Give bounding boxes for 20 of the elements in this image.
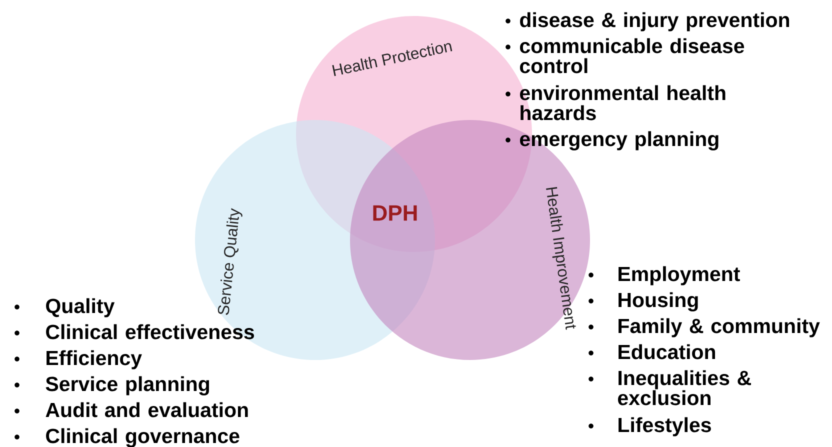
list-item: Housing bbox=[618, 292, 698, 312]
circle-label: Service Quality bbox=[218, 208, 242, 315]
list-item: Clinical effectiveness bbox=[46, 324, 254, 340]
list-item: Clinical governance bbox=[46, 428, 240, 447]
list-item: Family & community bbox=[618, 318, 820, 338]
list-item: emergency planning bbox=[520, 131, 718, 150]
list-item: Employment bbox=[618, 266, 740, 286]
list-item: Education bbox=[618, 344, 716, 360]
list-item: Inequalities & exclusion bbox=[618, 370, 751, 406]
list-item: disease & injury prevention bbox=[520, 12, 790, 32]
list-item: Lifestyles bbox=[618, 417, 711, 436]
list-item: Quality bbox=[46, 298, 115, 318]
center-label: DPH bbox=[373, 205, 417, 221]
list-item: communicable disease control bbox=[520, 38, 744, 74]
circle-label: Health Protection bbox=[332, 43, 452, 76]
list-item: Efficiency bbox=[46, 350, 142, 370]
circle-label: Health Improvement bbox=[546, 187, 576, 330]
list-item: Audit and evaluation bbox=[46, 402, 248, 418]
list-item: environmental health hazards bbox=[520, 85, 726, 120]
list-item: Service planning bbox=[46, 376, 210, 396]
